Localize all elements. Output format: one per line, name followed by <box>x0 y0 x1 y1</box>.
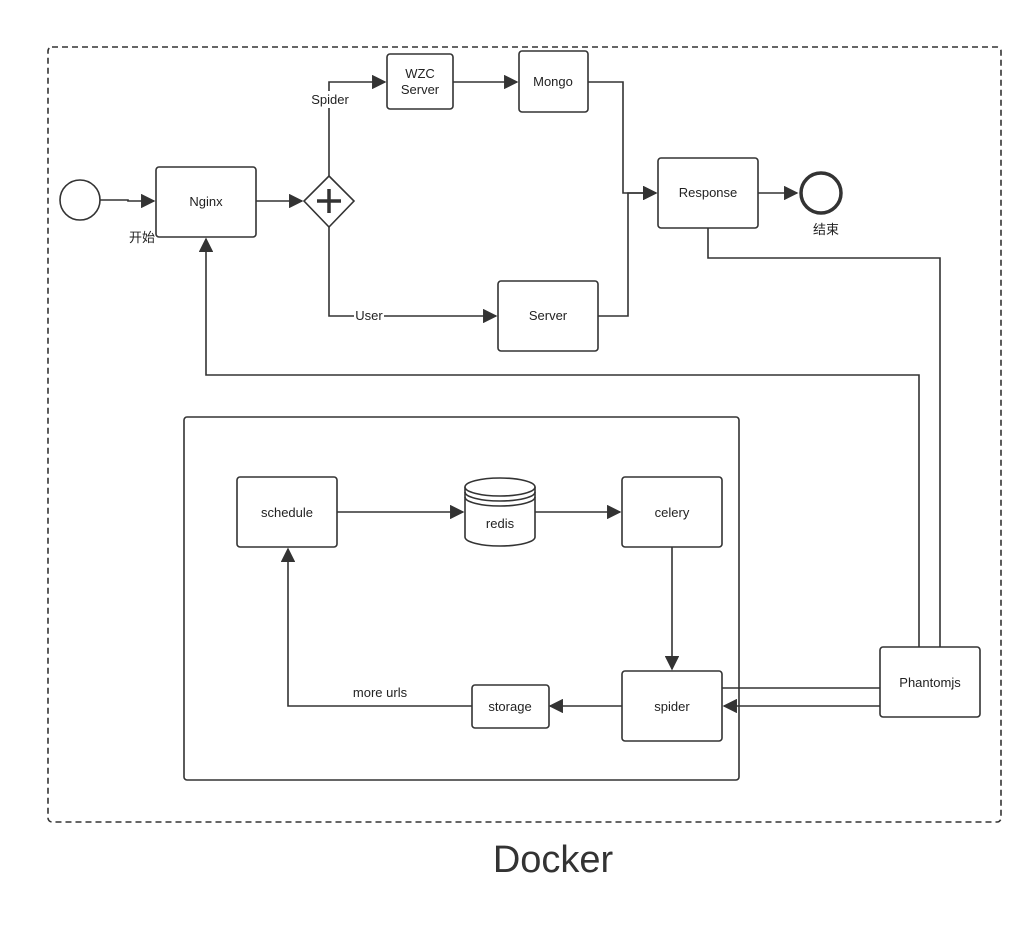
spider-label: spider <box>654 699 690 714</box>
mongo-label: Mongo <box>533 74 573 89</box>
nginx-node <box>155 166 257 238</box>
storage-node <box>471 684 550 729</box>
spider-node <box>621 670 723 742</box>
edge-start-nginx <box>100 193 156 209</box>
edge-server-response <box>598 185 658 317</box>
response-label: Response <box>679 185 738 200</box>
redis-database-icon <box>464 477 536 547</box>
end-label: 结束 <box>813 222 839 237</box>
spider-branch-label: Spider <box>311 92 349 107</box>
wzc-server-label-line1: WZC <box>405 66 435 81</box>
nginx-label: Nginx <box>189 194 223 209</box>
wzc-server-label-line2: Server <box>401 82 440 97</box>
end-event <box>799 171 843 215</box>
schedule-node <box>236 476 338 548</box>
server-label: Server <box>529 308 568 323</box>
storage-label: storage <box>488 699 531 714</box>
phantomjs-label: Phantomjs <box>899 675 961 690</box>
user-branch-label: User <box>355 308 383 323</box>
start-label: 开始 <box>129 230 155 245</box>
start-event <box>59 179 101 221</box>
edge-phantomjs-nginx <box>198 237 920 647</box>
mongo-node <box>518 50 589 113</box>
edge-gateway-server <box>328 227 498 324</box>
edge-response-phantomjs <box>707 228 941 647</box>
more-urls-label: more urls <box>353 685 408 700</box>
schedule-label: schedule <box>261 505 313 520</box>
celery-node <box>621 476 723 548</box>
docker-title: Docker <box>493 839 614 881</box>
edge-gateway-wzc <box>328 74 387 176</box>
server-node <box>497 280 599 352</box>
redis-label: redis <box>486 516 515 531</box>
edge-mongo-response <box>588 81 658 201</box>
crawler-container <box>183 416 740 781</box>
wzc-server-node <box>386 53 454 110</box>
response-node <box>657 157 759 229</box>
parallel-gateway <box>302 174 356 229</box>
phantomjs-node <box>879 646 981 718</box>
edge-storage-schedule <box>280 547 472 707</box>
docker-boundary <box>47 46 1002 823</box>
celery-label: celery <box>655 505 690 520</box>
